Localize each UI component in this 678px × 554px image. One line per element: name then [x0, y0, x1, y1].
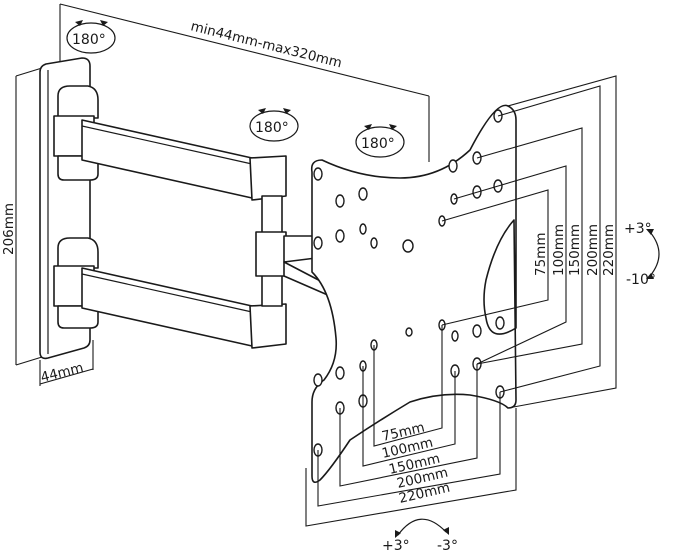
vesa-h-100-line	[362, 366, 456, 467]
extension-label: min44mm-max320mm	[189, 18, 344, 71]
upper-arm-edge	[81, 125, 253, 165]
swing-arms	[81, 119, 331, 349]
tilt-indicator: +3° -10°	[624, 221, 660, 288]
lower-arm-edge	[81, 273, 253, 313]
vesa-v-label-75: 75mm	[533, 233, 549, 276]
tilt-arrow-up-icon	[646, 229, 654, 235]
level-arc	[397, 518, 447, 536]
vesa-v-100-line	[453, 165, 567, 365]
level-left-label: +3°	[382, 538, 410, 554]
vesa-v-200-line	[497, 85, 601, 393]
height-label: 206mm	[1, 203, 17, 255]
tilt-arrow-down-icon	[646, 273, 654, 279]
lower-hinge-bottom	[57, 305, 99, 329]
vesa-h-220-line	[305, 408, 517, 527]
rotate-arrow-left-icon	[75, 20, 83, 26]
vesa-v-label-150: 150mm	[567, 224, 583, 276]
rotate-arrow-right-icon	[283, 108, 291, 114]
rotation-label-wall: 180°	[72, 32, 106, 48]
upper-hinge-cap	[57, 85, 99, 119]
center-hole	[402, 239, 414, 253]
mount-hole	[358, 187, 368, 201]
tilt-down-label: -10°	[626, 272, 656, 288]
mount-hole	[451, 330, 459, 342]
extension-dim-line	[59, 3, 430, 97]
mount-hole	[448, 159, 458, 173]
rotation-ellipse	[249, 110, 299, 142]
wall-plate	[39, 57, 99, 360]
mount-hole	[335, 229, 345, 243]
mount-hole	[472, 324, 482, 338]
upper-arm-end-cap	[249, 155, 287, 201]
height-ext-line-bottom	[15, 356, 43, 366]
rotation-badge-middle: 180°	[249, 108, 299, 142]
level-arrow-right-icon	[443, 527, 449, 535]
mount-hole	[313, 236, 323, 250]
depth-label: 44mm	[39, 360, 85, 386]
rotate-arrow-right-icon	[389, 124, 397, 130]
mount-hole	[495, 316, 505, 330]
mount-hole	[313, 373, 323, 387]
vesa-horizontal-dimensions: 75mm 100mm 150mm 200mm 220mm	[305, 325, 517, 527]
vesa-h-150-line	[339, 364, 478, 487]
level-right-label: -3°	[437, 538, 458, 554]
level-indicator: +3° -3°	[382, 518, 458, 554]
vesa-v-75-line	[441, 189, 549, 326]
pivot-block	[255, 231, 287, 277]
depth-dim-line	[39, 368, 94, 385]
rotate-arrow-left-icon	[364, 124, 372, 130]
vesa-v-label-200: 200mm	[585, 224, 601, 276]
level-arrow-left-icon	[395, 530, 401, 538]
rotation-ellipse	[66, 22, 116, 54]
tilt-arc	[649, 231, 660, 277]
mount-hole	[359, 223, 367, 235]
rotation-label-head: 180°	[361, 136, 395, 152]
vesa-h-200-line	[317, 392, 501, 507]
lower-hinge-cap	[57, 237, 99, 269]
mount-hole	[313, 167, 323, 181]
vesa-v-label-100: 100mm	[551, 224, 567, 276]
rotation-badge-head: 180°	[355, 124, 405, 158]
rotate-arrow-left-icon	[258, 108, 266, 114]
vesa-h-75-line	[373, 325, 443, 447]
mount-hole	[370, 237, 378, 249]
rotation-ellipse	[355, 126, 405, 158]
lower-arm-end-cap	[249, 303, 287, 349]
vesa-v-150-line	[476, 127, 583, 365]
mount-hole	[335, 366, 345, 380]
rotate-arrow-right-icon	[100, 20, 108, 26]
rotation-badge-wall: 180°	[66, 20, 116, 54]
depth-dimension: 44mm	[39, 340, 94, 386]
vesa-v-220-line	[507, 75, 617, 409]
vesa-v-label-220: 220mm	[601, 224, 617, 276]
height-ext-line-top	[15, 67, 43, 77]
vesa-vertical-dimensions: 75mm 100mm 150mm 200mm 220mm	[441, 75, 617, 409]
rotation-label-middle: 180°	[255, 120, 289, 136]
mount-hole	[405, 327, 413, 337]
tilt-up-label: +3°	[624, 221, 652, 237]
height-dimension: 206mm	[1, 67, 43, 366]
mount-hole	[335, 194, 345, 208]
